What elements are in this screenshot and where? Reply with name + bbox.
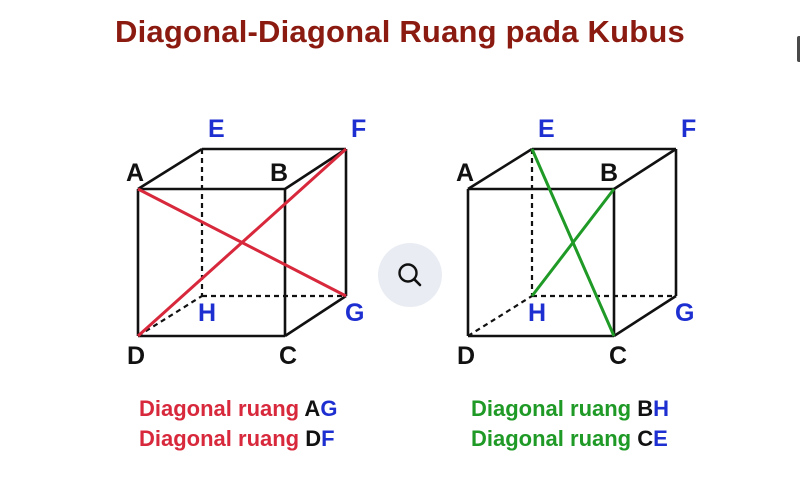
caption-point: H: [653, 396, 670, 421]
edge-ae: [137, 147, 203, 191]
caption-line-bh: Diagonal ruang BH: [471, 394, 669, 424]
vertex-label-c: C: [279, 342, 297, 370]
caption-text: Diagonal ruang: [471, 396, 632, 421]
vertex-label-a: A: [126, 159, 144, 187]
vertex-label-f: F: [681, 115, 696, 143]
caption-point: C: [637, 426, 654, 451]
zoom-button[interactable]: [378, 243, 442, 307]
window-edge-handle: [797, 36, 800, 62]
diagonal-ce: [530, 148, 616, 337]
diagonal-df: [136, 147, 348, 338]
caption-line-ce: Diagonal ruang CE: [471, 424, 669, 454]
caption-line-ag: Diagonal ruang AG: [139, 394, 337, 424]
vertex-label-g: G: [345, 299, 364, 327]
caption-point: A: [304, 396, 321, 421]
vertex-label-d: D: [457, 342, 475, 370]
vertex-label-h: H: [528, 299, 546, 327]
edge-ae: [467, 147, 533, 191]
caption-line-df: Diagonal ruang DF: [139, 424, 337, 454]
cube-left: A B C D E F G H: [126, 115, 366, 370]
vertex-label-c: C: [609, 342, 627, 370]
caption-point: E: [653, 426, 668, 451]
vertex-label-d: D: [127, 342, 145, 370]
search-icon: [398, 263, 422, 287]
vertex-label-b: B: [600, 159, 618, 187]
vertex-label-e: E: [208, 115, 225, 143]
caption-text: Diagonal ruang: [471, 426, 632, 451]
caption-point: D: [305, 426, 322, 451]
caption-text: Diagonal ruang: [139, 396, 300, 421]
caption-left: Diagonal ruang AG Diagonal ruang DF: [139, 394, 337, 454]
caption-text: Diagonal ruang: [139, 426, 300, 451]
edge-cg: [613, 294, 677, 338]
vertex-label-e: E: [538, 115, 555, 143]
edge-bf: [284, 147, 347, 191]
edge-dh: [467, 295, 533, 337]
edge-bf: [613, 147, 677, 191]
edge-dh: [137, 295, 203, 337]
vertex-label-g: G: [675, 299, 694, 327]
caption-point: F: [321, 426, 335, 451]
page-title: Diagonal-Diagonal Ruang pada Kubus: [115, 14, 685, 49]
caption-point: B: [637, 396, 654, 421]
vertex-label-a: A: [456, 159, 474, 187]
vertex-label-b: B: [270, 159, 288, 187]
cube-right: A B C D E F G H: [456, 115, 696, 370]
caption-point: G: [320, 396, 338, 421]
caption-right: Diagonal ruang BH Diagonal ruang CE: [471, 394, 669, 454]
vertex-label-h: H: [198, 299, 216, 327]
vertex-label-f: F: [351, 115, 366, 143]
edge-cg: [284, 294, 347, 338]
